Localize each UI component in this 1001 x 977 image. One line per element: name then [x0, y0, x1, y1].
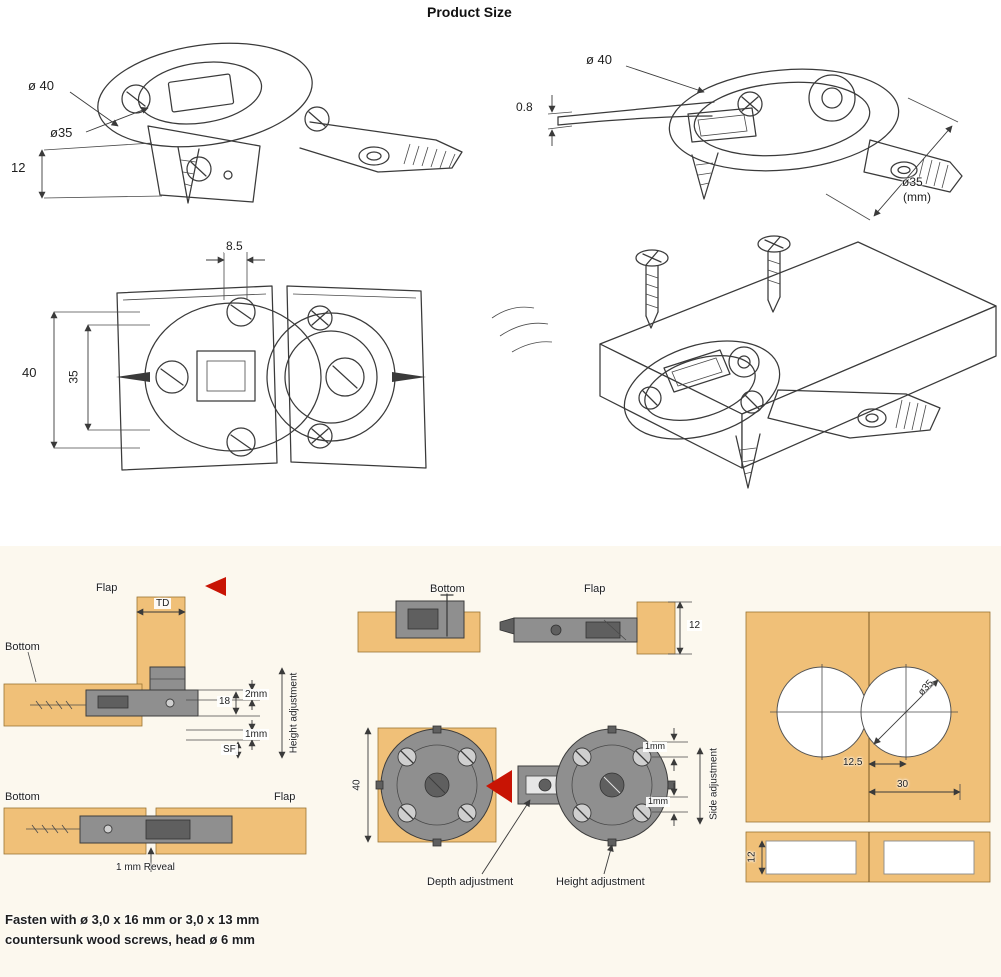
dim-label-12: 12 [746, 851, 758, 863]
screw-icon [737, 91, 763, 117]
dim-label-dia35: ø35 [902, 175, 923, 189]
dim-label-dia40: ø 40 [586, 52, 613, 67]
dim-label-2mm: 2mm [243, 689, 270, 700]
td-label: TD [154, 598, 172, 609]
mounted-view [491, 235, 997, 489]
iso-view-open [38, 42, 463, 204]
screw-icon [325, 357, 365, 397]
side-adjustment-label: Side adjustment [708, 748, 720, 820]
install-middle [357, 593, 704, 875]
screw-icon [226, 427, 256, 457]
dim-label-18: 18 [217, 696, 233, 707]
dim-leader-dia40 [625, 65, 705, 94]
depth-adjustment-label: Depth adjustment [427, 876, 514, 888]
fastening-note-line2: countersunk wood screws, head ø 6 mm [5, 932, 255, 947]
screw-icon [307, 305, 333, 331]
screw-icon [226, 297, 256, 327]
screw-icon [307, 423, 333, 449]
dim-label-1mm: 1mm [646, 796, 670, 807]
dim-label-12: 12 [687, 620, 703, 631]
screw-tip-icon [116, 372, 150, 382]
reveal-label: 1 mm Reveal [116, 862, 175, 873]
height-adjustment-label: Height adjustment [288, 672, 300, 754]
screw-icon [186, 156, 212, 182]
dim-leader-dia35 [85, 107, 149, 133]
flap-wood-section [636, 601, 676, 655]
install-left [3, 577, 307, 872]
screw-icon [638, 386, 662, 410]
depth-adjustment-leader [481, 799, 531, 875]
dim-label-1mm: 1mm [243, 729, 270, 740]
dim-label-30: 30 [897, 779, 909, 790]
dim-line-dia35 [873, 125, 953, 217]
red-arrow-icon [205, 577, 226, 596]
flap-label: Flap [96, 582, 118, 594]
bottom-label: Bottom [5, 791, 40, 803]
dim-label-unit: (mm) [903, 190, 931, 204]
screw-tip-icon [392, 372, 426, 382]
screw-icon [740, 390, 764, 414]
red-arrow-icon [486, 770, 512, 803]
sf-label: SF [221, 744, 238, 755]
dim-label-85: 8.5 [224, 239, 245, 254]
dim-label-12: 12 [11, 160, 26, 175]
height-adjustment-leader [603, 844, 614, 875]
dim-label-1mm: 1mm [643, 741, 667, 752]
hinge-arm-section [149, 666, 186, 693]
dim-label-40: 40 [22, 365, 37, 380]
dim-label-08: 0.8 [516, 100, 533, 114]
dim-label-dia40: ø 40 [28, 78, 55, 93]
iso-view-flat [547, 65, 963, 221]
plan-view [50, 252, 427, 471]
dim-leader-dia40 [69, 91, 119, 127]
fastening-note-line1: Fasten with ø 3,0 x 16 mm or 3,0 x 13 mm [5, 912, 260, 927]
dim-label-125: 12.5 [843, 757, 863, 768]
bottom-label: Bottom [5, 641, 40, 653]
dim-label-35: 35 [66, 370, 81, 384]
screw-icon [155, 360, 189, 394]
mounting-screw-1 [635, 249, 669, 329]
screw-icon [304, 106, 330, 132]
mounting-screw-2 [757, 235, 791, 313]
flap-label: Flap [274, 791, 296, 803]
flap-label: Flap [584, 583, 606, 595]
page-title: Product Size [427, 4, 512, 20]
install-right [745, 611, 991, 883]
dim-label-40: 40 [351, 779, 363, 791]
bottom-label: Bottom [430, 583, 465, 595]
height-adjustment-label: Height adjustment [556, 876, 645, 888]
dim-line-dia35 [873, 679, 939, 745]
dim-label-dia35: ø35 [50, 125, 73, 140]
